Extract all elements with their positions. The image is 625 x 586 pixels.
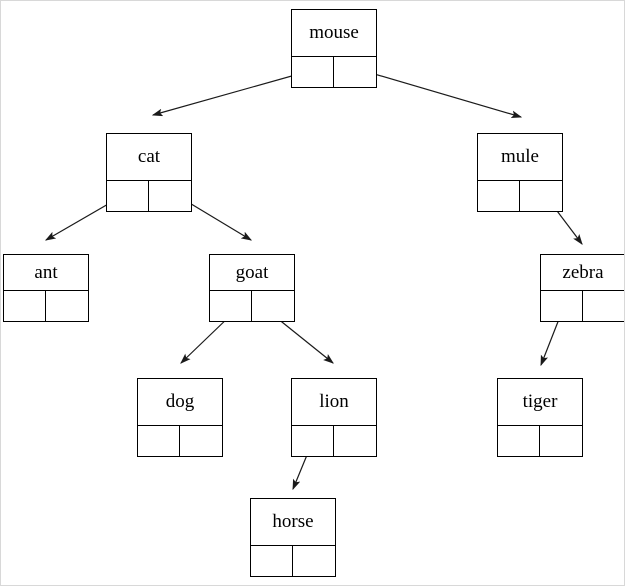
tree-node-left-pointer-cell[interactable] [138,426,180,457]
tree-node-label: tiger [498,379,582,426]
tree-node-right-pointer-cell[interactable] [149,181,191,212]
tree-node-label: dog [138,379,222,426]
tree-node-pointer-cells [138,426,222,457]
tree-node-left-pointer-cell[interactable] [210,291,252,322]
tree-node-right-pointer-cell[interactable] [334,426,376,457]
tree-edge-mouse-to-mule [353,67,523,118]
tree-node-pointer-cells [4,291,88,322]
tree-node-right-pointer-cell[interactable] [252,291,294,322]
tree-node-mule[interactable]: mule [477,133,563,212]
tree-node-right-pointer-cell[interactable] [180,426,222,457]
tree-node-label: horse [251,499,335,546]
tree-node-pointer-cells [210,291,294,322]
tree-node-label: mouse [292,10,376,57]
tree-node-pointer-cells [251,546,335,577]
tree-node-ant[interactable]: ant [3,254,89,322]
tree-node-left-pointer-cell[interactable] [498,426,540,457]
tree-node-label: mule [478,134,562,181]
tree-node-right-pointer-cell[interactable] [520,181,562,212]
tree-node-pointer-cells [107,181,191,212]
tree-node-zebra[interactable]: zebra [540,254,624,322]
tree-node-left-pointer-cell[interactable] [251,546,293,577]
tree-node-tiger[interactable]: tiger [497,378,583,457]
tree-node-cat[interactable]: cat [106,133,192,212]
tree-node-right-pointer-cell[interactable] [46,291,88,322]
tree-node-label: cat [107,134,191,181]
tree-node-left-pointer-cell[interactable] [292,426,334,457]
tree-node-label: zebra [541,255,624,291]
tree-node-label: ant [4,255,88,291]
tree-node-right-pointer-cell[interactable] [334,57,376,88]
tree-node-left-pointer-cell[interactable] [107,181,149,212]
tree-node-pointer-cells [292,426,376,457]
tree-node-pointer-cells [541,291,624,322]
tree-node-mouse[interactable]: mouse [291,9,377,88]
tree-node-goat[interactable]: goat [209,254,295,322]
tree-node-left-pointer-cell[interactable] [4,291,46,322]
tree-node-right-pointer-cell[interactable] [583,291,624,322]
tree-node-pointer-cells [478,181,562,212]
tree-node-right-pointer-cell[interactable] [540,426,582,457]
tree-node-horse[interactable]: horse [250,498,336,577]
tree-node-lion[interactable]: lion [291,378,377,457]
tree-edge-mouse-to-cat [151,69,314,117]
tree-node-pointer-cells [498,426,582,457]
tree-node-label: lion [292,379,376,426]
tree-node-pointer-cells [292,57,376,88]
tree-node-left-pointer-cell[interactable] [292,57,334,88]
tree-node-left-pointer-cell[interactable] [478,181,520,212]
tree-node-label: goat [210,255,294,291]
tree-node-left-pointer-cell[interactable] [541,291,583,322]
tree-node-dog[interactable]: dog [137,378,223,457]
tree-node-right-pointer-cell[interactable] [293,546,335,577]
